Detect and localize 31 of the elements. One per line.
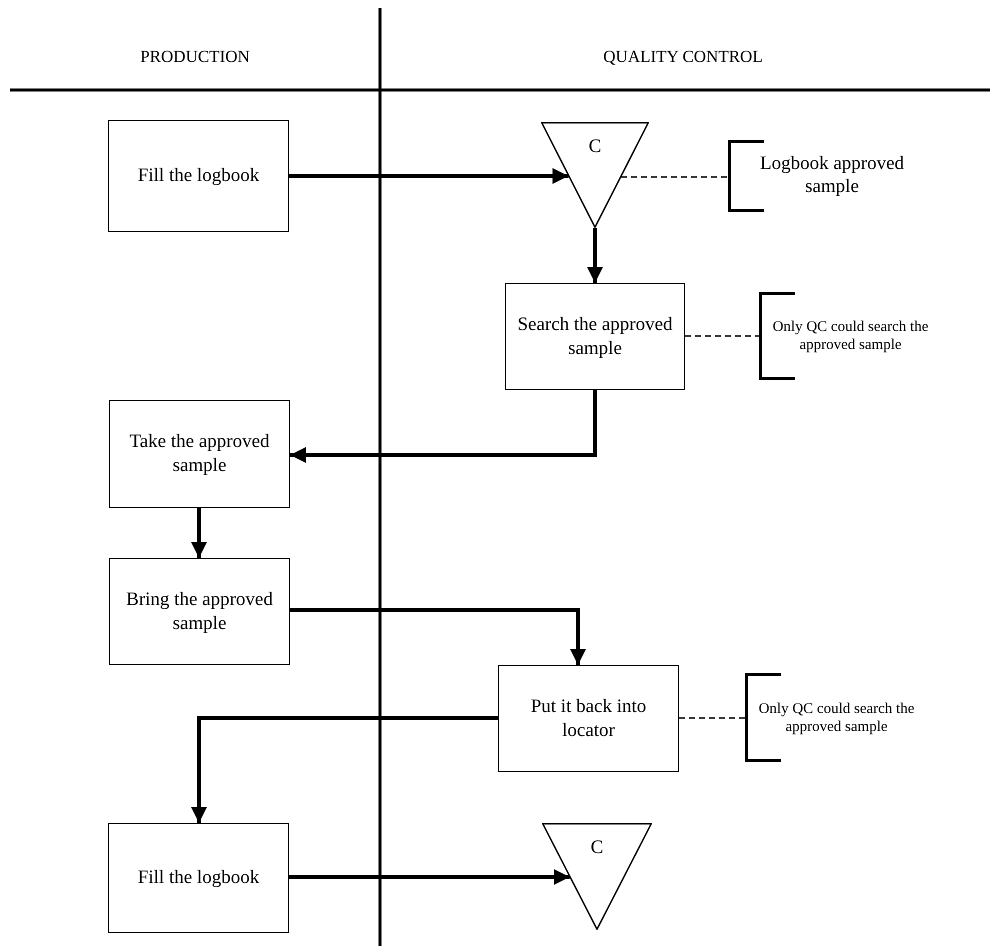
process-box xyxy=(109,558,290,665)
process-box xyxy=(505,283,685,390)
leader-line xyxy=(679,717,745,719)
triangle-label: C xyxy=(590,837,604,859)
box-label: Fill the logbook xyxy=(138,866,260,890)
inspection-triangle xyxy=(542,823,652,930)
flow-arrow xyxy=(290,608,586,665)
annotation-text: Only QC could search the approved sample xyxy=(758,700,916,736)
inspection-triangle xyxy=(541,122,649,228)
annotation-text: Only QC could search the approved sample xyxy=(772,318,930,354)
process-box xyxy=(498,665,679,772)
lane-header: QUALITY CONTROL xyxy=(603,47,763,67)
flow-arrow xyxy=(587,228,603,283)
process-box xyxy=(109,400,290,508)
triangle-label: C xyxy=(588,136,602,158)
flow-arrow xyxy=(191,716,498,823)
leader-line xyxy=(685,335,759,337)
flow-arrow xyxy=(191,508,207,558)
flow-arrow xyxy=(289,869,570,885)
lane-header: PRODUCTION xyxy=(140,47,250,67)
box-label: Put it back into locator xyxy=(530,694,648,742)
flow-arrow xyxy=(290,390,597,463)
box-label: Fill the logbook xyxy=(138,164,260,188)
annotation-text: Logbook approved sample xyxy=(758,153,906,199)
leader-line xyxy=(620,176,728,178)
box-label: Search the approved sample xyxy=(516,312,674,360)
box-label: Bring the approved sample xyxy=(125,588,274,636)
process-box xyxy=(108,120,289,232)
process-box xyxy=(108,823,289,933)
box-label: Take the approved sample xyxy=(128,430,271,478)
flow-arrow xyxy=(289,168,568,184)
